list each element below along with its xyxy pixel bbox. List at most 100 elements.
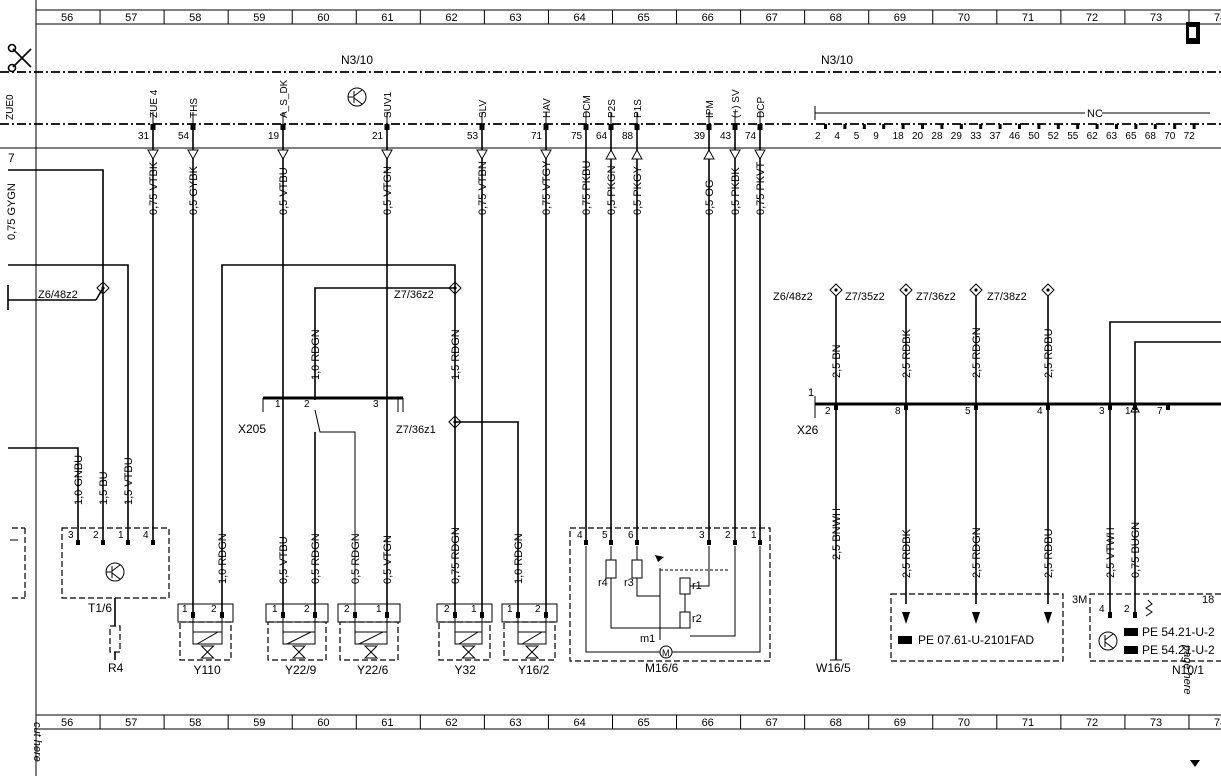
- z6-48z2-right-label: Z6/48z2: [773, 291, 813, 303]
- grid-number: 57: [125, 717, 137, 729]
- t1-6-pin-marks: [76, 540, 155, 545]
- m16-6-motor-symbol: M: [662, 648, 670, 658]
- n10-1-tag: 3M: [1072, 594, 1087, 606]
- nc-bracket: NC: [814, 106, 1210, 120]
- x205-pin-2: 2: [304, 399, 310, 410]
- wire-label: 0,5 PKGY: [632, 165, 644, 215]
- wire-label: 0,5 PKBK: [730, 167, 742, 215]
- wire-label: 0,75 VTBK: [148, 161, 160, 215]
- n10-vtwh-label: 2,5 VTWH: [1105, 527, 1117, 578]
- valve-label: Y16/2: [518, 663, 550, 677]
- grid-number: 74: [1214, 12, 1221, 24]
- wire-label: 0,5 PKGN: [606, 165, 618, 215]
- grid-number: 69: [894, 12, 906, 24]
- grid-number: 72: [1086, 717, 1098, 729]
- pin-number-label: 88: [622, 131, 634, 142]
- t1-6-label: T1/6: [88, 601, 112, 615]
- grid-ruler-bottom: 56575859606162636465666768697071727374: [61, 715, 1221, 729]
- m16-6-pin-6: 6: [628, 530, 634, 541]
- nc-pin-number: 65: [1125, 131, 1137, 142]
- z6-48z2-left-label: Z6/48z2: [38, 289, 78, 301]
- wire-label: 0,75 VTBN: [477, 161, 489, 215]
- pin-signal-label: ZUE 4: [149, 89, 160, 118]
- grid-number: 57: [125, 12, 137, 24]
- grid-number: 56: [61, 717, 73, 729]
- grid-number: 73: [1150, 717, 1162, 729]
- splice-z7-38z2: [1041, 283, 1055, 297]
- pin-signal-label: IPM: [705, 100, 716, 118]
- nc-pin-number: 70: [1164, 131, 1176, 142]
- x26-pin-3: 3: [1099, 406, 1105, 417]
- nc-pin-number: 55: [1067, 131, 1079, 142]
- valve-label: Y32: [455, 663, 477, 677]
- valve-label: Y22/6: [357, 663, 389, 677]
- pin-number-label: 74: [745, 131, 757, 142]
- w16-5-label: W16/5: [816, 661, 851, 675]
- valve-pin-number: 1: [182, 604, 188, 615]
- scissors-icon: [7, 43, 32, 73]
- transistor-icon: [347, 87, 367, 107]
- y32-wire-label: 0,75 RDGN: [450, 527, 462, 584]
- out-rdgn-label: 2,5 RDGN: [971, 527, 983, 578]
- y22-6-wire-a-label: 0,5 RDGN: [350, 533, 362, 584]
- wire-label: 0,75 VTGY: [541, 160, 553, 215]
- m16-6-label: M16/6: [645, 661, 679, 675]
- pin-signal-label: (+) SV: [731, 89, 742, 118]
- grid-number: 59: [253, 717, 265, 729]
- pin-signal-label: P1S: [633, 99, 644, 118]
- grid-number: 58: [189, 717, 201, 729]
- m16-6-r4: r4: [598, 577, 608, 589]
- grid-number: 63: [509, 717, 521, 729]
- n3-10-label-right: N3/10: [821, 53, 853, 67]
- frame: [35, 0, 1221, 776]
- y22-6-wire-b-label: 0,5 VTGN: [382, 535, 394, 584]
- splice-z6-48z2-left: [96, 281, 110, 295]
- grid-number: 62: [445, 12, 457, 24]
- pin-number-label: 54: [178, 131, 190, 142]
- grid-number: 66: [702, 12, 714, 24]
- wire-label: 0,5 VTBU: [278, 167, 290, 215]
- cut-here-label: cut here: [31, 722, 43, 762]
- grid-number: 73: [1150, 12, 1162, 24]
- wire-label: 0,75 PKVT: [755, 162, 767, 215]
- y22-9-wire-b-label: 0,5 RDGN: [310, 533, 322, 584]
- x26-pin-marks: [834, 404, 1170, 410]
- valve-pin-number: 2: [304, 604, 310, 615]
- pin-number-label: 71: [531, 131, 543, 142]
- valve-label: Y22/9: [285, 663, 317, 677]
- m16-6-wiring: [569, 160, 771, 662]
- pin-number-label: 21: [372, 131, 384, 142]
- z7-35z2-label: Z7/35z2: [845, 291, 885, 303]
- grid-number: 60: [317, 717, 329, 729]
- nc-pin-number: 28: [931, 131, 943, 142]
- grid-number: 58: [189, 12, 201, 24]
- pe-arrows: [902, 612, 1052, 624]
- transistor-icon: [105, 562, 125, 582]
- grid-number: 70: [958, 12, 970, 24]
- pin-number-label: 19: [268, 131, 280, 142]
- grid-number: 68: [830, 12, 842, 24]
- nc-pin-number: 62: [1087, 131, 1099, 142]
- x26-pin-1: 1: [1125, 406, 1131, 417]
- grid-number: 56: [61, 12, 73, 24]
- grid-number: 67: [766, 12, 778, 24]
- m16-6-m1: m1: [640, 633, 655, 645]
- page-icon: [1186, 22, 1200, 44]
- valve-pin-number: 1: [507, 604, 513, 615]
- x26-wire-rdbu: 2,5 RDBU: [1043, 328, 1055, 378]
- splice-z6-48z2-right: [829, 283, 843, 297]
- connector-pin: P1S 88 0,5 PKGY: [622, 99, 644, 215]
- x205-label: X205: [238, 422, 266, 436]
- transistor-icon: [1098, 631, 1118, 651]
- nc-pin-number: 46: [1009, 131, 1021, 142]
- grid-number: 74: [1214, 717, 1221, 729]
- n10-1-pin-4: 4: [1099, 604, 1105, 615]
